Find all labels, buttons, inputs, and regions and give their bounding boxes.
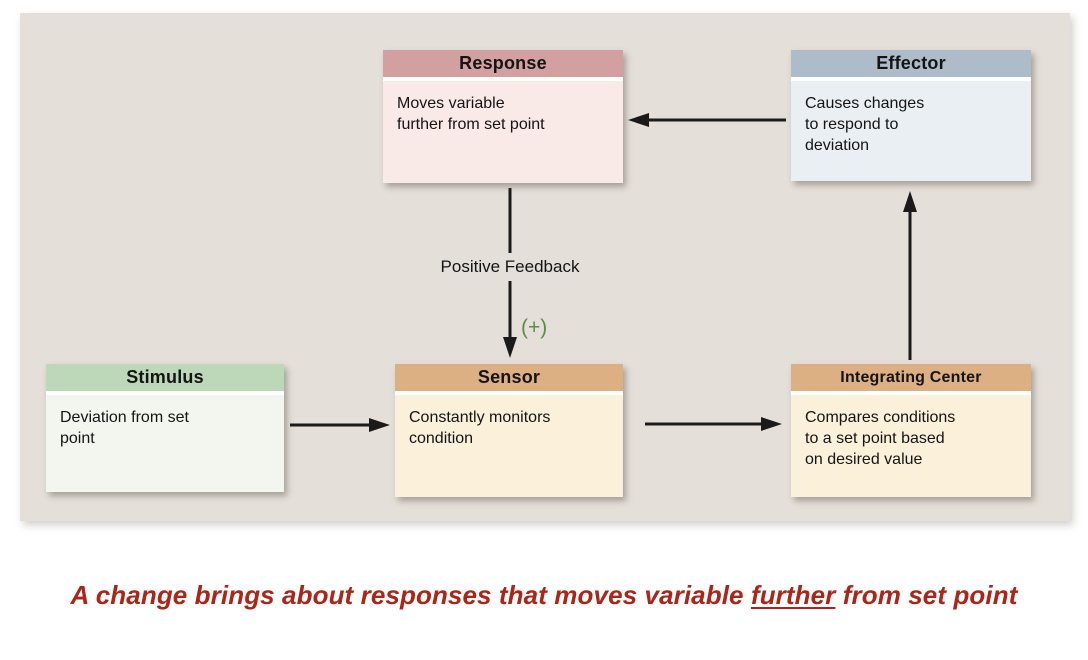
effector-box-title: Effector — [791, 50, 1031, 81]
integrating-center-box: Integrating Center Compares conditions t… — [791, 364, 1031, 497]
sensor-box-text: Constantly monitors condition — [409, 409, 551, 448]
stimulus-box-title: Stimulus — [46, 364, 284, 395]
stimulus-box-text: Deviation from set point — [60, 409, 189, 448]
positive-feedback-label: Positive Feedback — [420, 253, 600, 281]
caption: A change brings about responses that mov… — [0, 580, 1088, 611]
integrating-center-box-text: Compares conditions to a set point based… — [805, 409, 956, 469]
integrating-center-box-title: Integrating Center — [791, 364, 1031, 395]
positive-sign-label: (+) — [521, 316, 548, 339]
caption-text-before: A change brings about responses that mov… — [70, 580, 751, 610]
effector-box: Effector Causes changes to respond to de… — [791, 50, 1031, 181]
sensor-box-title: Sensor — [395, 364, 623, 395]
response-box-text: Moves variable further from set point — [397, 95, 545, 134]
caption-text-underlined: further — [750, 580, 836, 610]
effector-box-text: Causes changes to respond to deviation — [805, 95, 925, 155]
stimulus-box: Stimulus Deviation from set point — [46, 364, 284, 492]
response-box: Response Moves variable further from set… — [383, 50, 623, 183]
caption-text-after: from set point — [835, 580, 1018, 610]
sensor-box: Sensor Constantly monitors condition — [395, 364, 623, 497]
response-box-title: Response — [383, 50, 623, 81]
